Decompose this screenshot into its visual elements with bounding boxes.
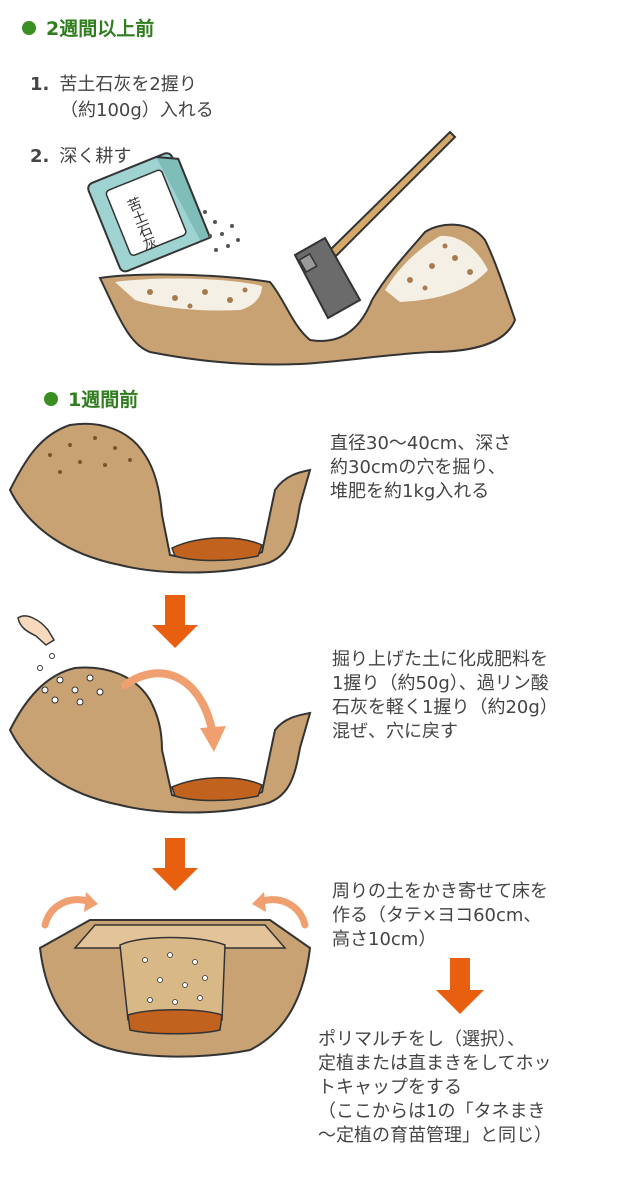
down-arrow-3 — [436, 958, 484, 1014]
note-line: 高さ10cm） — [332, 929, 437, 950]
note-make-bed: 周りの土をかき寄せて床を 作る（タテ×ヨコ60cm、 高さ10cm） — [332, 880, 548, 952]
note-line: ポリマルチをし（選択）、 — [318, 1029, 525, 1050]
section-heading-1week: 1週間前 — [44, 385, 138, 412]
section-heading-text: 1週間前 — [68, 389, 139, 411]
note-dig-hole: 直径30〜40cm、深さ 約30cmの穴を掘り、 堆肥を約1kg入れる — [330, 432, 511, 504]
step-1-number: 1. — [30, 74, 50, 95]
soil-clods-1 — [147, 243, 473, 309]
note-line: 〜定植の育苗管理」と同じ） — [318, 1125, 552, 1146]
step-1-line1: 苦土石灰を2握り — [59, 74, 197, 95]
note-line: 周りの土をかき寄せて床を — [332, 881, 548, 902]
note-line: 掘り上げた土に化成肥料を — [332, 649, 548, 670]
step-2-text: 深く耕す — [59, 146, 132, 167]
note-line: 混ぜ、穴に戻す — [332, 721, 458, 742]
tilling-illustration: 苦土石灰 — [87, 130, 517, 366]
down-arrow-1 — [152, 595, 198, 648]
hand-icon — [17, 615, 56, 646]
step-2: 2. 深く耕す — [30, 144, 131, 170]
note-line: 1握り（約50g）、過リン酸 — [332, 673, 549, 694]
note-line: トキャップをする — [318, 1077, 462, 1098]
bullet-dot-icon — [22, 20, 36, 35]
note-line: 定植または直まきをしてホッ — [318, 1053, 552, 1074]
down-arrow-2 — [152, 838, 198, 891]
curved-mix-arrow — [121, 669, 216, 734]
note-mulch-plant: ポリマルチをし（選択）、 定植または直まきをしてホッ トキャップをする （ここか… — [318, 1028, 552, 1148]
right-gather-arrow — [256, 896, 309, 929]
lime-patch-left — [115, 278, 262, 311]
hole-diagram — [8, 422, 312, 574]
step-1-line2: （約100g）入れる — [60, 100, 214, 121]
mixing-diagram — [8, 615, 312, 814]
bullet-dot-icon — [44, 391, 58, 406]
note-line: 作る（タテ×ヨコ60cm、 — [332, 905, 542, 926]
falling-lime-dots — [203, 210, 240, 252]
note-line: 石灰を軽く1握り（約20g） — [332, 697, 558, 718]
bed-diagram — [38, 892, 312, 1058]
lime-bag — [87, 152, 212, 273]
step-2-number: 2. — [30, 146, 50, 167]
section-heading-2weeks: 2週間以上前 — [22, 14, 154, 41]
note-mix-fertilizer: 掘り上げた土に化成肥料を 1握り（約50g）、過リン酸 石灰を軽く1握り（約20… — [332, 648, 558, 744]
note-line: 直径30〜40cm、深さ — [330, 433, 512, 454]
lime-patch-right — [385, 235, 488, 302]
left-gather-arrow — [41, 896, 94, 929]
note-line: 約30cmの穴を掘り、 — [330, 457, 506, 478]
section-heading-text: 2週間以上前 — [46, 18, 155, 40]
note-line: 堆肥を約1kg入れる — [330, 481, 490, 502]
note-line: （ここからは1の「タネまき — [318, 1101, 546, 1122]
step-1: 1. 苦土石灰を2握り （約100g）入れる — [30, 72, 214, 124]
